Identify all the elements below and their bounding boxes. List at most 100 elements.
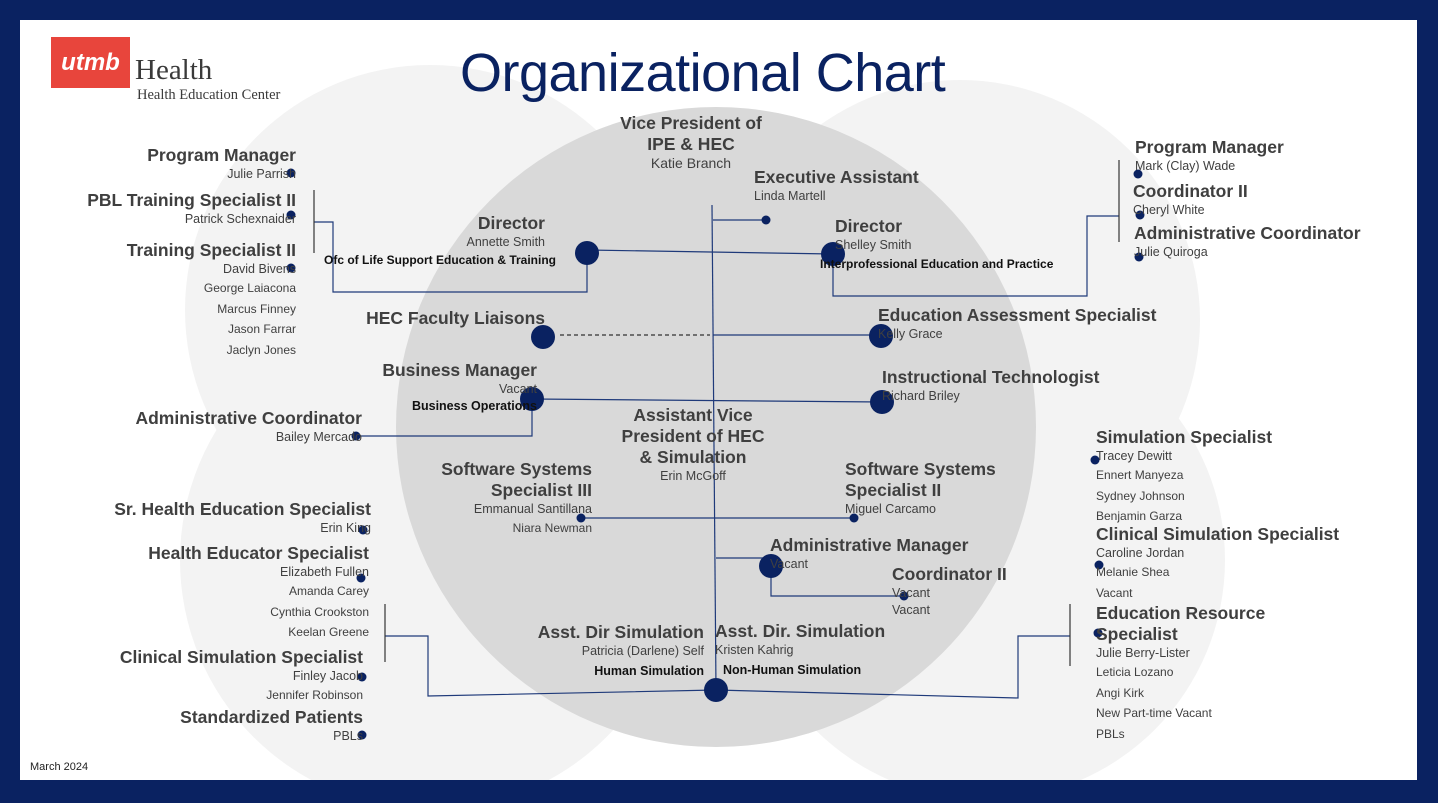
dot	[1093, 628, 1103, 638]
person-name: Emmanual Santillana	[473, 502, 592, 516]
dot	[1133, 169, 1143, 179]
person-name: Jaclyn Jones	[226, 342, 296, 357]
person-name: David Bivens	[223, 262, 296, 276]
person-name: Julie Quiroga	[1134, 245, 1208, 259]
position-education-resource-specialist: Education Resource Specialist Julie Berr…	[1096, 603, 1265, 744]
person-name: Sydney Johnson	[1096, 488, 1185, 503]
dot	[520, 387, 544, 411]
position-title: Clinical Simulation Specialist	[119, 647, 363, 667]
person-name: Miguel Carcamo	[845, 502, 937, 516]
position-software-systems-specialist-3: Software Systems Specialist III Emmanual…	[441, 459, 592, 539]
person-name: Jason Farrar	[227, 322, 296, 336]
position-coordinator-2-center: Coordinator II Vacant Vacant	[892, 564, 1007, 619]
dot	[704, 678, 728, 702]
person-name: Bailey Mercado	[275, 430, 362, 444]
date-label: March 2024	[30, 761, 89, 773]
dot	[1134, 252, 1144, 262]
position-administrative-coordinator-left: Administrative Coordinator Bailey Mercad…	[135, 408, 362, 446]
person-name: Katie Branch	[650, 155, 732, 171]
person-name: Cynthia Crookston	[270, 604, 369, 619]
person-name: Vacant	[770, 557, 808, 571]
right-sim-branch	[715, 635, 1070, 699]
position-software-systems-specialist-2: Software Systems Specialist II Miguel Ca…	[845, 459, 996, 518]
node-dots	[286, 168, 1145, 740]
logo-word: Health	[135, 54, 213, 86]
person-name: Cheryl White	[1133, 203, 1205, 217]
dot	[531, 325, 555, 349]
position-title: PBL Training Specialist II	[87, 190, 296, 210]
position-hec-faculty-liaisons: HEC Faculty Liaisons	[366, 308, 545, 329]
dot	[1094, 560, 1104, 570]
position-administrative-manager: Administrative Manager Vacant	[770, 535, 968, 573]
position-coordinator-2-right: Coordinator II Cheryl White	[1133, 181, 1248, 219]
position-title: Business Manager	[382, 360, 537, 380]
person-name: Patrick Schexnaider	[184, 212, 296, 226]
admin-coord-line	[356, 399, 533, 437]
position-title: Education Resource	[1096, 603, 1266, 623]
position-pbl-training-specialist: PBL Training Specialist II Patrick Schex…	[87, 190, 296, 228]
unit-label: Ofc of Life Support Education & Training	[324, 253, 556, 267]
unit-label: Non-Human Simulation	[723, 663, 862, 677]
right-director-branch	[832, 215, 1119, 297]
dot	[356, 573, 366, 583]
org-chart-slide: utmb Health Health Education Center Orga…	[20, 20, 1417, 780]
position-training-specialist: Training Specialist II David Bivens Geor…	[127, 240, 296, 360]
dot	[899, 591, 909, 601]
page-title: Organizational Chart	[460, 43, 946, 103]
position-title: Asst. Dir Simulation	[537, 622, 704, 642]
position-title: Asst. Dir. Simulation	[715, 621, 886, 641]
person-name: Niara Newman	[512, 521, 592, 535]
position-asst-dir-non-human-simulation: Asst. Dir. Simulation Kristen Kahrig Non…	[715, 621, 885, 679]
position-title: IPE & HEC	[647, 134, 735, 154]
left-director-branch	[314, 221, 588, 293]
dot	[759, 554, 783, 578]
position-vice-president: Vice President of IPE & HEC Katie Branch	[571, 113, 811, 172]
position-simulation-specialist: Simulation Specialist Tracey Dewitt Enne…	[1096, 427, 1272, 527]
left-sim-branch	[385, 635, 717, 697]
position-clinical-simulation-specialist-right: Clinical Simulation Specialist Caroline …	[1096, 524, 1339, 603]
position-instructional-technologist: Instructional Technologist Richard Brile…	[882, 367, 1099, 405]
position-title: Software Systems	[441, 459, 592, 479]
person-name: Annette Smith	[466, 235, 545, 249]
unit-label: Human Simulation	[594, 664, 704, 678]
logo-mark: utmb	[51, 37, 130, 88]
position-title: Training Specialist II	[126, 240, 296, 260]
position-title: Administrative Manager	[770, 535, 969, 555]
unit-label: Interprofessional Education and Practice	[820, 257, 1054, 271]
position-clinical-simulation-specialist-left: Clinical Simulation Specialist Finley Ja…	[120, 647, 363, 706]
person-name: Vacant	[1096, 585, 1133, 600]
dot	[286, 263, 296, 273]
dot	[761, 215, 771, 225]
position-title: Program Manager	[147, 145, 296, 165]
person-name: Finley Jacob	[292, 669, 363, 683]
person-name: Vacant	[892, 603, 930, 617]
logo-subtitle: Health Education Center	[137, 87, 281, 103]
position-title: Specialist II	[845, 480, 942, 500]
person-name: Shelley Smith	[835, 238, 912, 252]
trunk-line	[711, 204, 717, 691]
connector-layer	[180, 65, 1225, 780]
person-name: Linda Martell	[754, 189, 826, 203]
dot	[351, 431, 361, 441]
background-circles	[180, 65, 1225, 780]
dot	[1090, 455, 1100, 465]
person-name: Amanda Carey	[288, 584, 369, 598]
person-name: Mark (Clay) Wade	[1135, 159, 1236, 173]
position-title: Education Assessment Specialist	[878, 305, 1157, 325]
position-title: Administrative Coordinator	[1134, 223, 1361, 243]
dot	[286, 168, 296, 178]
dot	[358, 525, 368, 535]
person-name: Julie Parrish	[227, 167, 296, 181]
position-title: Specialist III	[490, 480, 592, 500]
dot	[576, 513, 586, 523]
person-name: New Part-time Vacant	[1096, 706, 1212, 720]
person-name: Jennifer Robinson	[266, 688, 363, 702]
position-title: Coordinator II	[892, 564, 1007, 584]
position-asst-dir-human-simulation: Asst. Dir Simulation Patricia (Darlene) …	[538, 622, 704, 680]
dot	[1135, 210, 1145, 220]
position-title: Health Educator Specialist	[148, 543, 369, 563]
connector-lines	[313, 160, 1120, 699]
position-sr-health-education-specialist: Sr. Health Education Specialist Erin Kin…	[114, 499, 371, 537]
person-name: Angi Kirk	[1096, 685, 1145, 700]
dot	[869, 324, 893, 348]
